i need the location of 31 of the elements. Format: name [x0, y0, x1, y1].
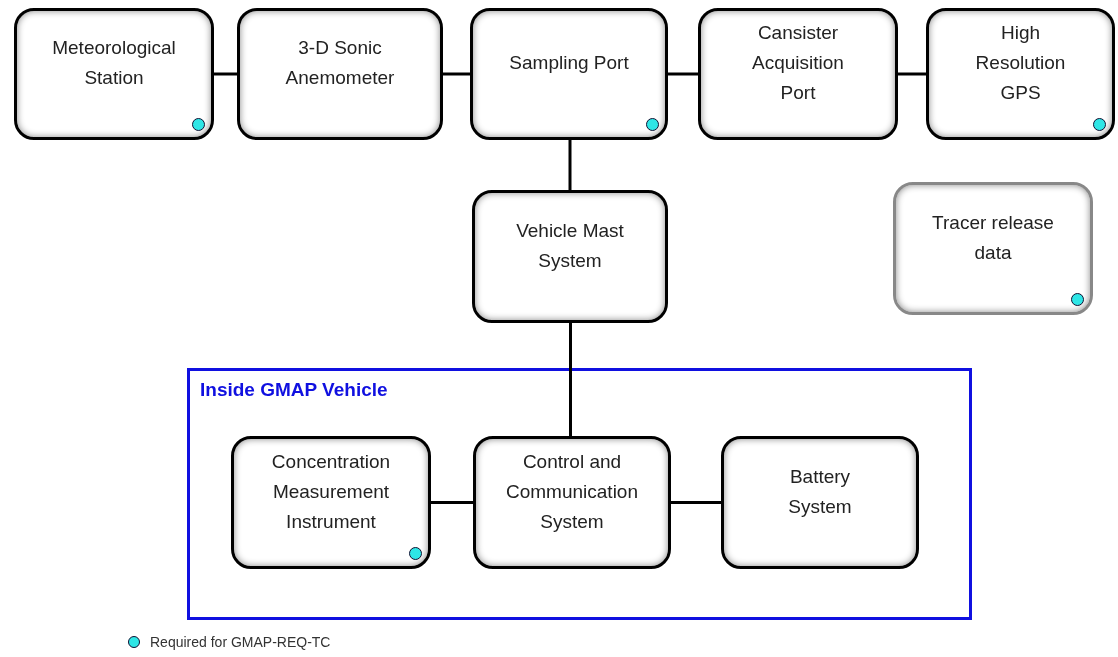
group-title: Inside GMAP Vehicle [200, 379, 388, 401]
box-label: Concentration Measurement Instrument [270, 449, 392, 534]
connector-line [214, 72, 237, 76]
process-box [893, 182, 1093, 315]
connector-line [898, 72, 926, 76]
process-box [926, 8, 1115, 140]
box-label: 3-D Sonic Anemometer [284, 36, 396, 90]
process-box [237, 8, 443, 140]
connector-line [568, 140, 572, 190]
legend-label: Required for GMAP-REQ-TC [150, 634, 331, 650]
group-frame [187, 368, 972, 620]
box-label: Control and Communication System [505, 449, 639, 534]
box-label: Battery System [787, 464, 853, 519]
connector-line [569, 323, 572, 436]
process-box [472, 190, 668, 323]
process-box [473, 436, 671, 569]
connector-line [443, 72, 470, 76]
box-label: Cansister Acquisition Port [751, 21, 845, 105]
box-label: Meteorological Station [51, 36, 177, 90]
process-box [721, 436, 919, 569]
box-label: Sampling Port [508, 51, 630, 75]
process-box [470, 8, 668, 140]
box-label: Tracer release data [931, 210, 1055, 265]
box-label: High Resolution GPS [974, 21, 1067, 105]
box-label: Vehicle Mast System [515, 218, 625, 273]
process-box [14, 8, 214, 140]
process-box [698, 8, 898, 140]
connector-line [668, 72, 698, 76]
process-box [231, 436, 431, 569]
connector-line [671, 501, 721, 504]
connector-line [431, 501, 473, 504]
